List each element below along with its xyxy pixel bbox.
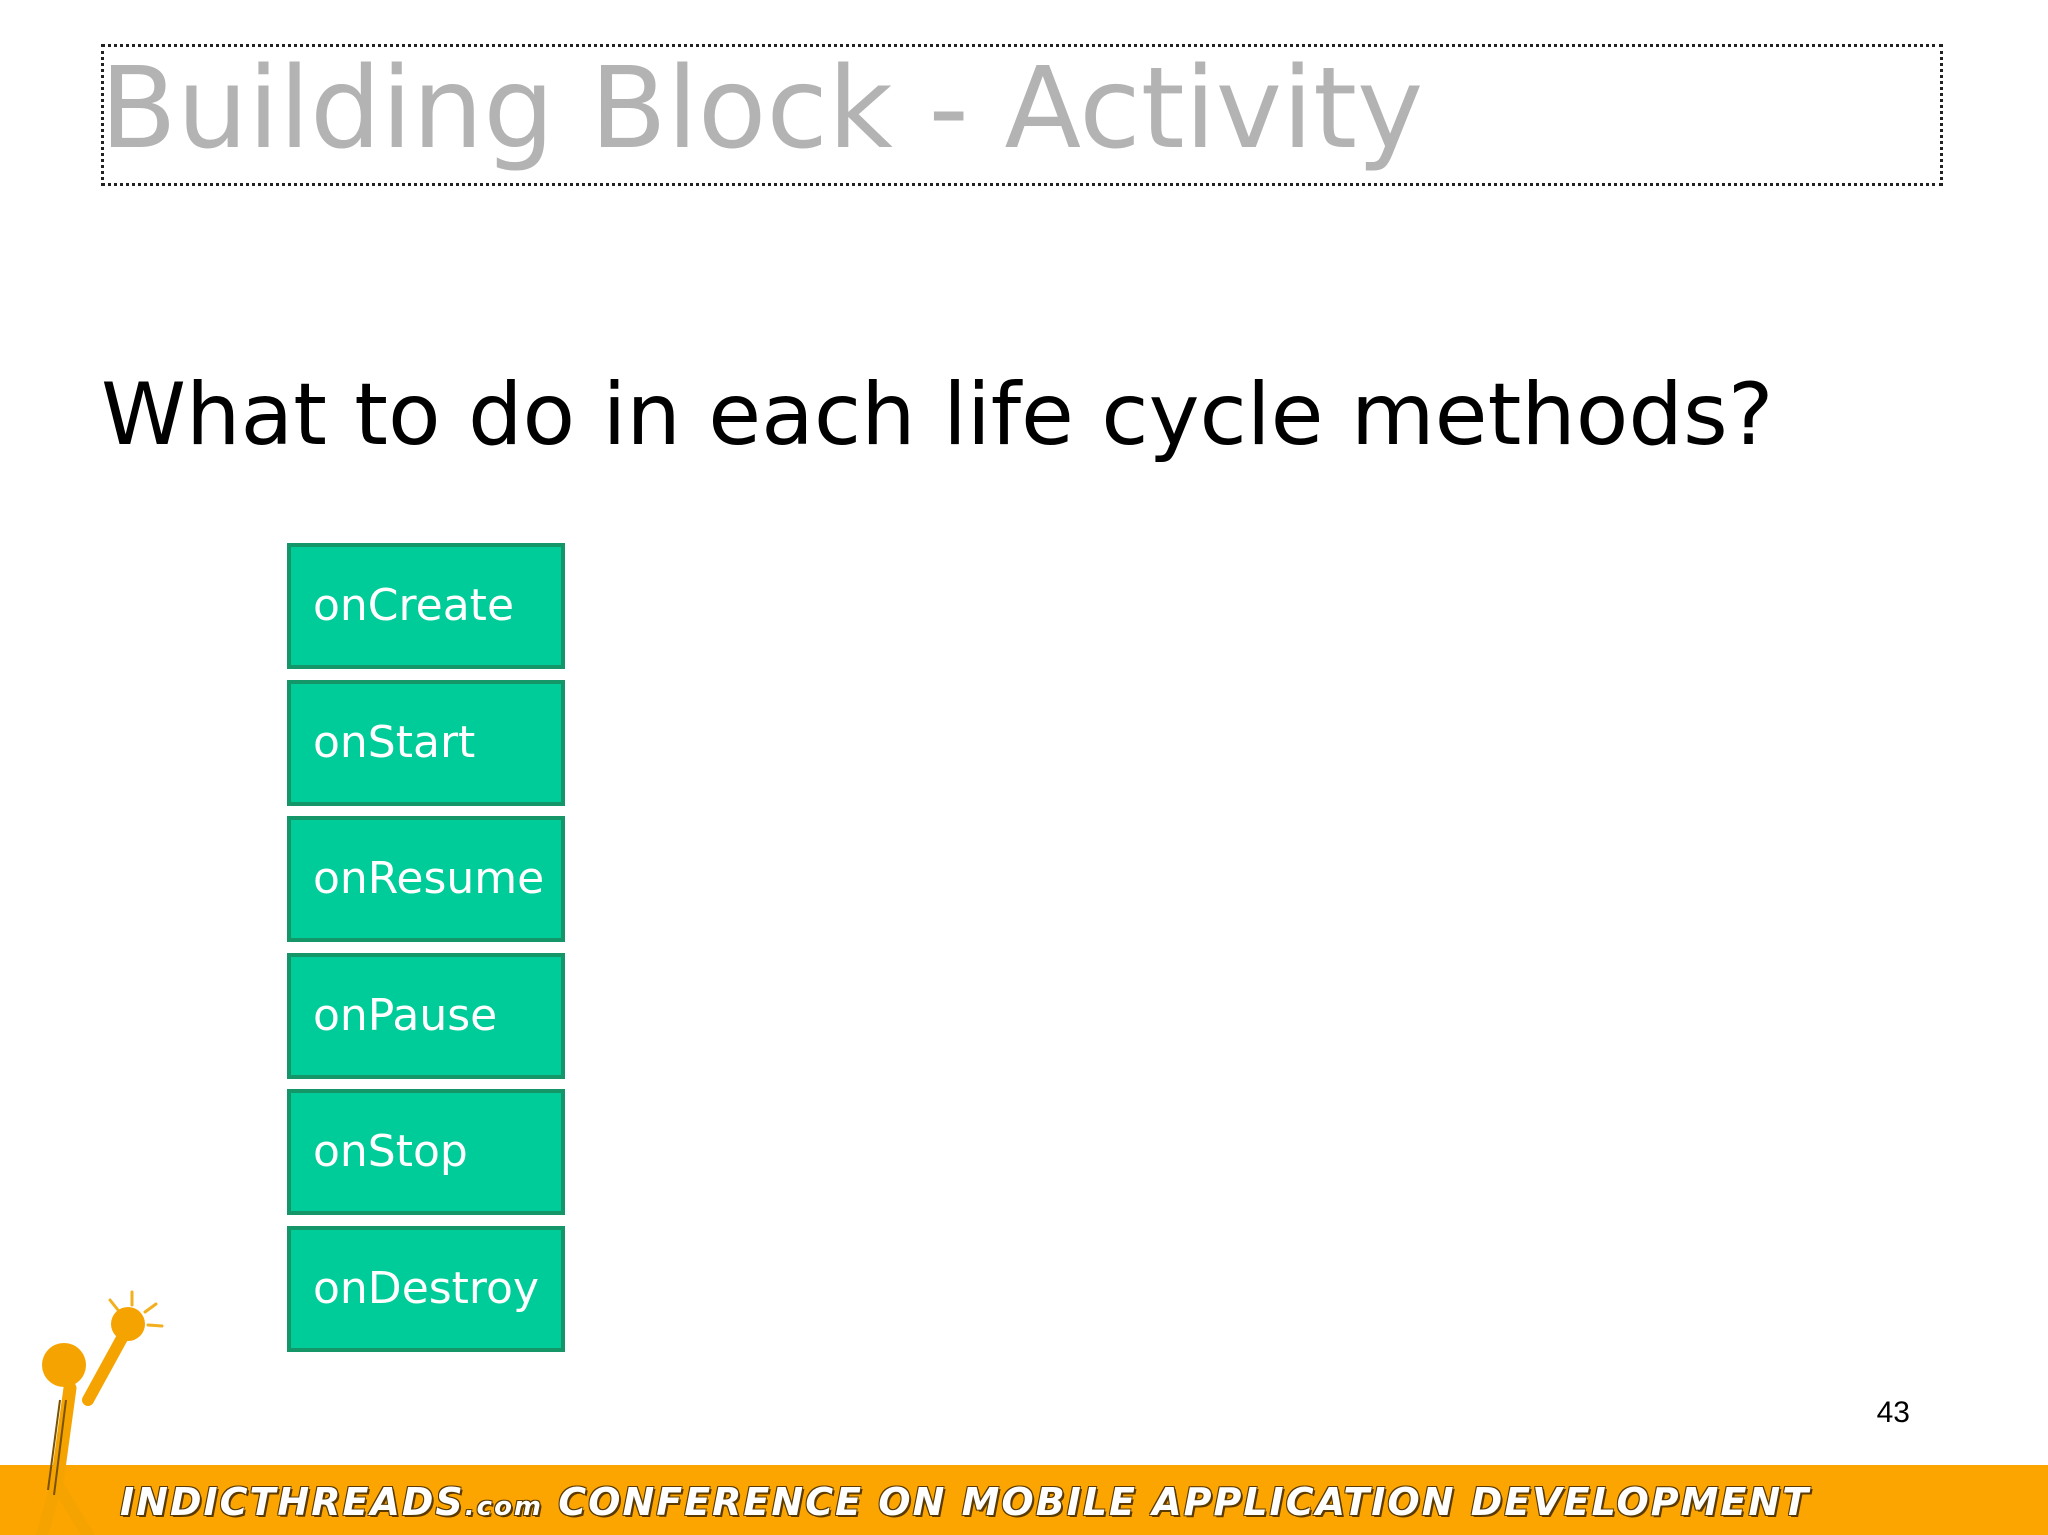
footer-brand: INDICTHREADS [120,1480,465,1524]
method-box-onpause: onPause [287,952,565,1079]
title-placeholder-frame [101,44,1943,186]
footer-conference-text: CONFERENCE ON MOBILE APPLICATION DEVELOP… [558,1480,1811,1524]
method-box-onresume: onResume [287,816,565,943]
footer-bar [0,1465,2048,1535]
slide-title: Building Block - Activity [100,44,1424,174]
method-box-onstop: onStop [287,1089,565,1216]
lifecycle-method-list: onCreate onStart onResume onPause onStop… [287,543,565,1363]
page-number: 43 [1876,1396,1910,1429]
indicthreads-logo-icon [36,1290,164,1535]
slide-subtitle: What to do in each life cycle methods? [101,365,1774,465]
method-box-onstart: onStart [287,679,565,806]
footer-tagline: INDICTHREADS.com CONFERENCE ON MOBILE AP… [120,1480,1810,1524]
method-box-ondestroy: onDestroy [287,1225,565,1352]
method-box-oncreate: onCreate [287,543,565,669]
footer-brand-suffix: .com [464,1492,544,1522]
